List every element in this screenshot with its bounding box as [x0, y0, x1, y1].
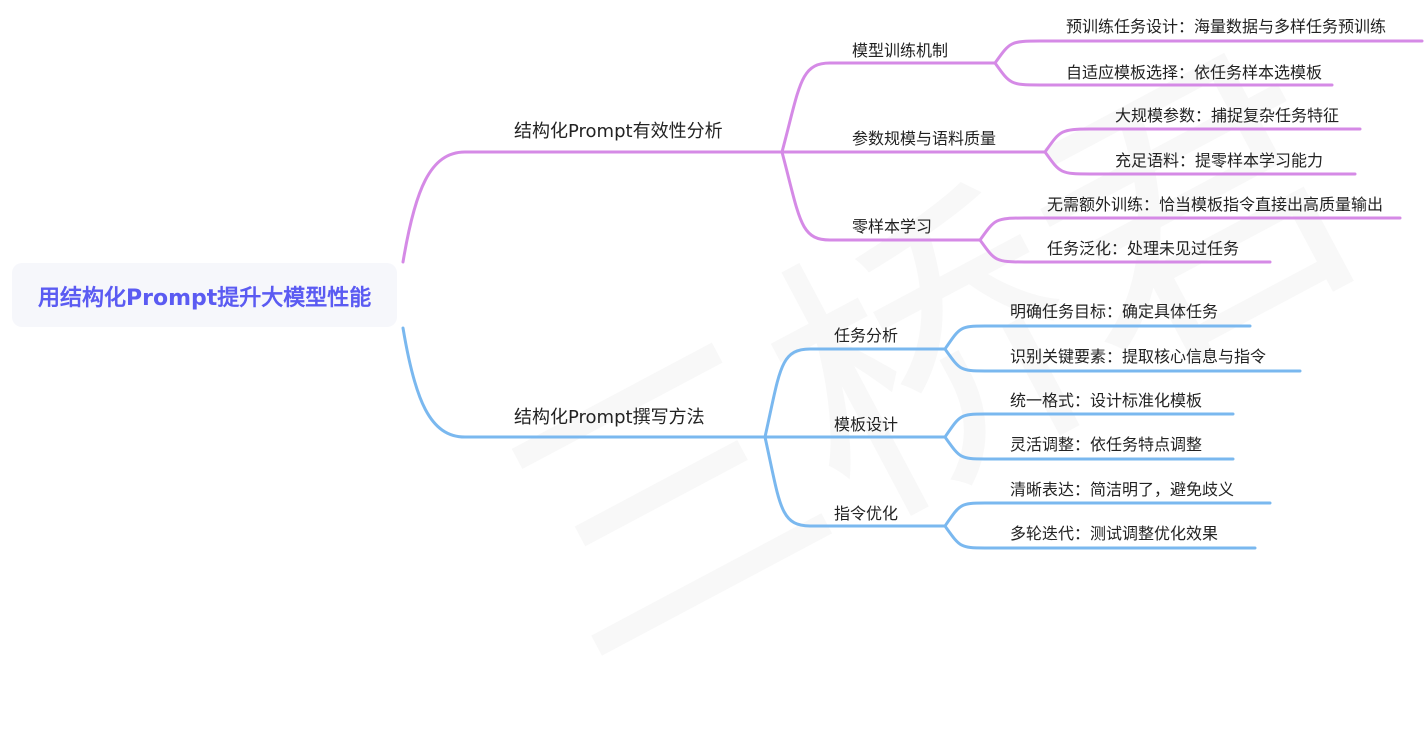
- connector-leaf: [943, 501, 1272, 528]
- connector-branch1-sub3: [780, 150, 982, 242]
- leaf-node-label[interactable]: 无需额外训练：恰当模板指令直接出高质量输出: [1047, 195, 1384, 214]
- leaf-node-label[interactable]: 明确任务目标：确定具体任务: [1010, 302, 1219, 321]
- branch-node-1-label[interactable]: 结构化Prompt有效性分析: [514, 121, 723, 142]
- connector-leaf: [943, 412, 1235, 439]
- subtopic-node-label[interactable]: 模板设计: [834, 415, 899, 434]
- subtopic-node-label[interactable]: 指令优化: [834, 504, 899, 523]
- connector-root-branch1: [401, 150, 784, 264]
- subtopic-node-label[interactable]: 模型训练机制: [852, 41, 949, 60]
- root-node-label: 用结构化Prompt提升大模型性能: [38, 286, 372, 311]
- connector-branch2-sub3: [763, 435, 947, 528]
- subtopic-node-label[interactable]: 任务分析: [834, 326, 899, 345]
- leaf-node-label[interactable]: 识别关键要素：提取核心信息与指令: [1010, 347, 1267, 366]
- connector-leaf: [943, 435, 1235, 461]
- leaf-node-label[interactable]: 自适应模板选择：依任务样本选模板: [1066, 63, 1323, 82]
- leaf-node-label[interactable]: 统一格式：设计标准化模板: [1010, 391, 1203, 410]
- leaf-node-label[interactable]: 任务泛化：处理未见过任务: [1047, 239, 1240, 258]
- subtopic-node-label[interactable]: 零样本学习: [852, 217, 933, 236]
- connector-leaf: [1043, 150, 1357, 176]
- connector-leaf: [993, 61, 1334, 87]
- connector-branch1-sub1: [780, 61, 997, 154]
- connector-leaf: [943, 324, 1252, 351]
- connector-leaf: [943, 524, 1257, 550]
- leaf-node-label[interactable]: 充足语料：提零样本学习能力: [1115, 151, 1324, 170]
- connector-root-branch2: [401, 326, 767, 439]
- mindmap-canvas: 三桥君 用结构化Prompt提升大模型性能 结构化Prompt有效性分析 模型训…: [12, 17, 1424, 550]
- connector-branch2-sub1: [763, 347, 947, 439]
- leaf-node-label[interactable]: 预训练任务设计：海量数据与多样任务预训练: [1066, 17, 1387, 36]
- leaf-node-label[interactable]: 大规模参数：捕捉复杂任务特征: [1115, 106, 1340, 125]
- branch-node-2-label[interactable]: 结构化Prompt撰写方法: [514, 407, 705, 428]
- connector-leaf: [993, 39, 1424, 65]
- leaf-node-label[interactable]: 多轮迭代：测试调整优化效果: [1010, 524, 1219, 543]
- mindmap-connectors: [401, 39, 1424, 550]
- connector-leaf: [978, 238, 1272, 264]
- leaf-node-label[interactable]: 清晰表达：简洁明了，避免歧义: [1010, 480, 1235, 499]
- leaf-node-label[interactable]: 灵活调整：依任务特点调整: [1010, 435, 1203, 454]
- connector-leaf: [943, 347, 1302, 373]
- connector-leaf: [1043, 127, 1362, 154]
- root-node[interactable]: [12, 263, 397, 327]
- connector-leaf: [978, 216, 1402, 242]
- subtopic-node-label[interactable]: 参数规模与语料质量: [852, 129, 997, 148]
